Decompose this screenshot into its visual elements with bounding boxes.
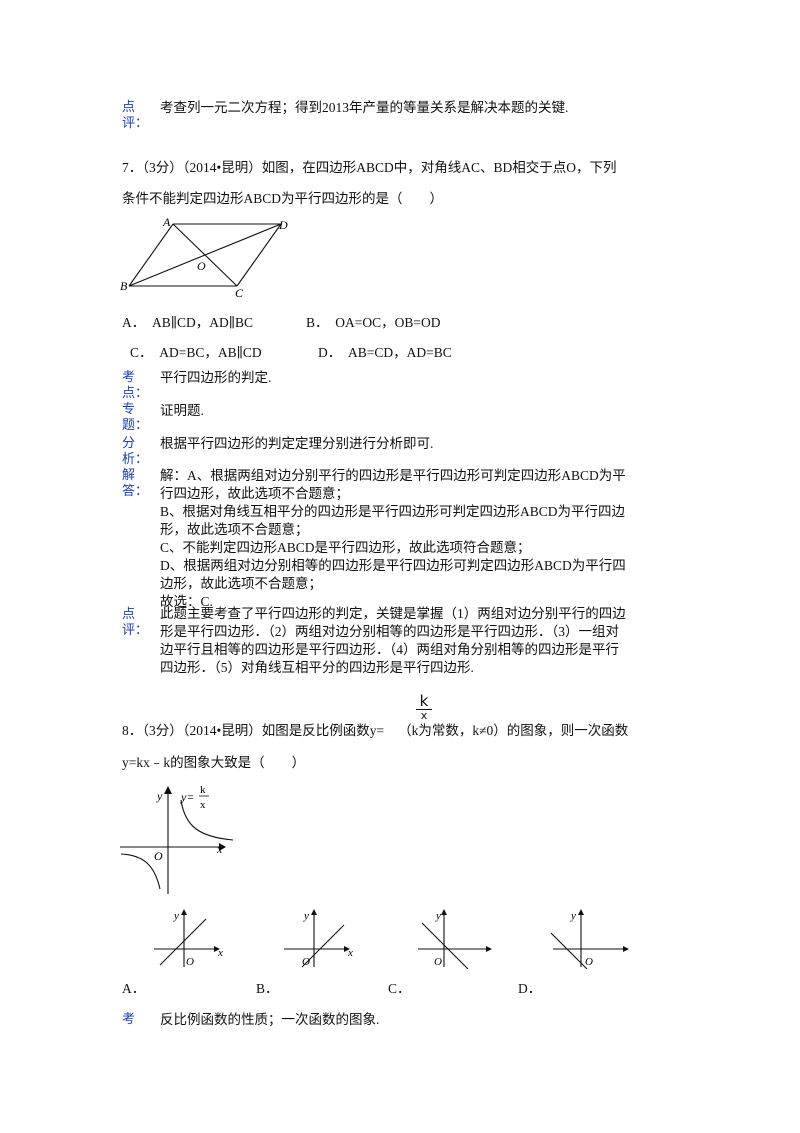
q7-stem-line1: 7．（3分）（2014•昆明）如图，在四边形ABCD中，对角线AC、BD相交于点… xyxy=(122,160,617,175)
q8-inverse-function-graph: y x O y= k x xyxy=(120,784,234,894)
svg-text:k: k xyxy=(200,784,206,796)
svg-text:x: x xyxy=(217,947,223,959)
x-axis-arrow-icon xyxy=(219,843,226,851)
q7-fenxi-label: 分 析： xyxy=(122,435,149,466)
vertex-b-label: B xyxy=(120,279,128,293)
svg-text:O: O xyxy=(434,956,442,968)
svg-text:y: y xyxy=(570,910,576,922)
q8-stem-line2: y=kx﹣k的图象大致是（ ） xyxy=(122,755,306,770)
q7-kaodian-label: 考 点： xyxy=(122,369,149,400)
q7-stem-line2: 条件不能判定四边形ABCD为平行四边形的是（ ） xyxy=(122,191,444,206)
q8-stem-line1: 8．（3分）（2014•昆明）如图是反比例函数y=（k为常数，k≠0）的图象，则… xyxy=(122,723,629,738)
svg-text:y: y xyxy=(435,910,441,922)
svg-text:x: x xyxy=(347,947,353,959)
svg-text:O: O xyxy=(585,956,593,968)
q7-option-d: D． AB=CD，AD=BC xyxy=(318,345,452,360)
q8-option-a-graph: y x O xyxy=(154,909,223,968)
q7-zhuanti-label: 专 题： xyxy=(122,401,149,432)
q7-jieda-label: 解 答： xyxy=(122,467,149,498)
q8-option-d-graph: y O xyxy=(550,909,629,969)
svg-text:y: y xyxy=(303,910,309,922)
q7-dianping-text: 此题主要考查了平行四边形的判定，关键是掌握（1）两组对边分别平行的四边 形是平行… xyxy=(160,606,626,675)
center-o-label: O xyxy=(197,259,206,273)
q8-option-a: A． xyxy=(122,981,146,996)
q8-option-c: C． xyxy=(388,981,411,996)
vertex-a-label: A xyxy=(162,215,171,229)
q7-option-c: C． AD=BC，AB∥CD xyxy=(130,345,262,360)
comment-text: 考查列一元二次方程；得到2013年产量的等量关系是解决本题的关键. xyxy=(160,100,569,115)
svg-text:O: O xyxy=(154,849,163,863)
q8-kaodian-label: 考 xyxy=(122,1011,136,1026)
svg-text:x: x xyxy=(216,842,223,856)
q8-fraction: k x xyxy=(416,693,432,721)
q7-zhuanti-text: 证明题. xyxy=(160,403,204,418)
svg-text:y: y xyxy=(173,910,179,922)
q8-kaodian-text: 反比例函数的性质；一次函数的图象. xyxy=(160,1012,380,1027)
q7-parallelogram-figure: A D B C O xyxy=(120,215,288,300)
q8-option-d: D． xyxy=(518,981,542,996)
comment-label: 点 评： xyxy=(122,99,149,130)
q7-option-b: B． OA=OC，OB=OD xyxy=(306,315,441,330)
svg-text:y: y xyxy=(156,789,163,803)
svg-text:O: O xyxy=(302,956,310,968)
q7-fenxi-text: 根据平行四边形的判定定理分别进行分析即可. xyxy=(160,436,434,451)
q7-option-a: A． AB∥CD，AD∥BC xyxy=(122,315,253,330)
q7-jieda-text: 解：A、根据两组对边分别平行的四边形是平行四边形可判定四边形ABCD为平 行四边… xyxy=(160,468,626,609)
q8-option-b: B． xyxy=(256,981,279,996)
y-axis-arrow-icon xyxy=(164,786,172,794)
svg-text:y=: y= xyxy=(180,790,194,804)
vertex-d-label: D xyxy=(278,218,288,232)
q7-dianping-label: 点 评： xyxy=(122,606,149,637)
q8-option-c-graph: y O xyxy=(418,909,492,969)
q7-kaodian-text: 平行四边形的判定. xyxy=(160,370,272,385)
svg-text:x: x xyxy=(200,799,206,811)
q8-option-b-graph: y x O xyxy=(284,909,353,968)
vertex-c-label: C xyxy=(235,286,244,300)
svg-text:O: O xyxy=(186,956,194,968)
